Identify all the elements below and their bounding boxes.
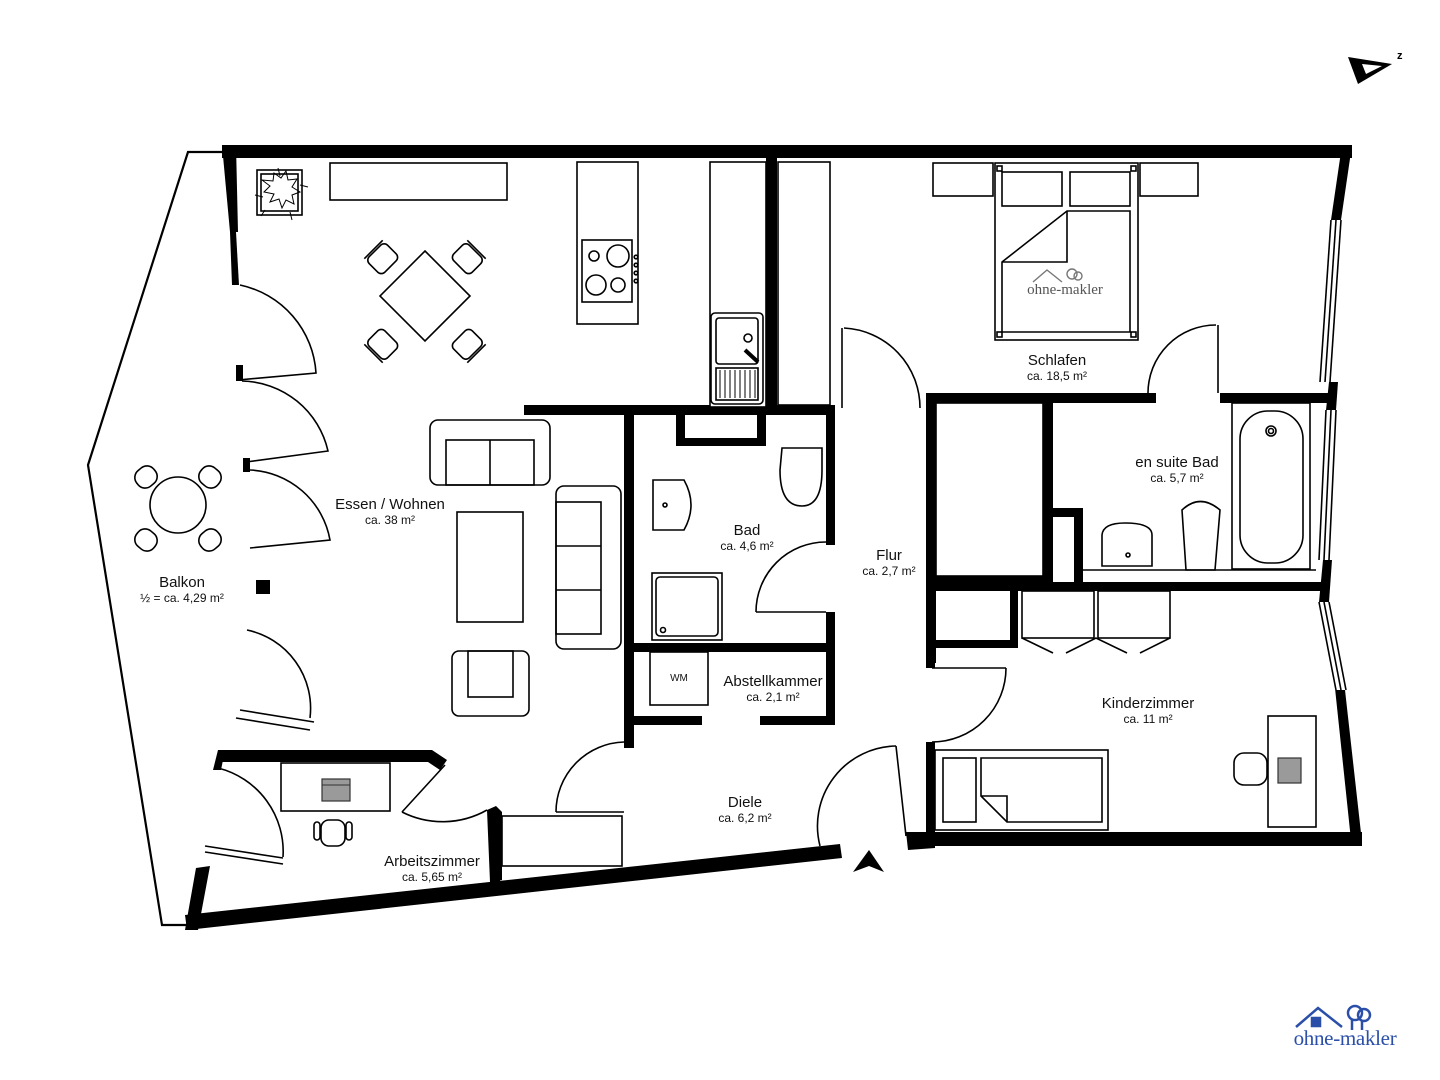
cooktop [581,239,633,303]
room-area: ½ = ca. 4,29 m² [140,591,224,605]
room-area: ca. 5,65 m² [401,870,463,884]
room-name: Kinderzimmer [1101,695,1195,712]
kitchen [329,161,831,408]
coffee-table [456,511,524,623]
room-label-balkon: Balkon ½ = ca. 4,29 m² [140,574,224,605]
outer-walls [185,145,1362,930]
room-label-bad: Bad ca. 4,6 m² [720,522,773,553]
plant-icon [254,167,309,221]
room-label-abstellkammer: Abstellkammer ca. 2,1 m² [723,673,822,704]
room-name: Arbeitszimmer [384,853,480,870]
washbasin [652,479,692,531]
room-label-schlafen: Schlafen ca. 18,5 m² [1027,352,1087,383]
watermark-text: ohne-makler [1027,282,1103,298]
room-area: ca. 2,1 m² [746,690,800,704]
ensuite-fixtures [1083,402,1316,571]
doors [204,284,1219,867]
bedroom-furniture [932,162,1199,577]
room-area: ca. 18,5 m² [1026,369,1088,383]
kids-chair [1233,752,1268,786]
ensuite-washbasin [1101,522,1153,567]
room-name: Abstellkammer [723,673,823,690]
compass-north-icon [1348,57,1392,84]
room-label-arbeitszimmer: Arbeitszimmer ca. 5,65 m² [384,853,480,884]
room-name: Balkon [159,574,205,591]
room-area: ca. 6,2 m² [718,811,772,825]
shower [651,572,723,641]
kids-room-furniture [934,590,1317,831]
windows [1318,219,1353,843]
room-name: Schlafen [1027,352,1087,369]
room-area: ca. 2,7 m² [862,564,916,578]
balcony-outline [86,150,222,927]
washing-machine [649,651,709,706]
single-bed [934,749,1109,831]
room-name: Essen / Wohnen [335,496,445,513]
room-area: ca. 4,6 m² [720,539,774,553]
room-label-essen-wohnen: Essen / Wohnen ca. 38 m² [335,496,445,527]
room-label-diele: Diele ca. 6,2 m² [718,794,771,825]
sofa-set [429,419,622,717]
armchair [451,650,530,717]
toilet [779,447,823,507]
ensuite-toilet [1181,500,1221,571]
interior-walls [487,150,1330,882]
compass-north-label: z [1397,50,1403,62]
room-label-en-suite-bad: en suite Bad ca. 5,7 m² [1135,454,1218,485]
washing-machine-label: WM [670,673,688,684]
dining-table [363,239,487,364]
room-name: Bad [733,522,761,539]
room-name: en suite Bad [1135,454,1219,471]
office-chair [320,819,346,847]
room-area: ca. 38 m² [364,513,416,527]
bathroom-fixtures [649,447,823,706]
office-desk [280,762,391,847]
room-area: ca. 5,7 m² [1150,471,1204,485]
bathtub [1231,402,1311,570]
brand-logo-text: ohne-makler [1293,1026,1397,1050]
brand-logo: ohne-makler [1280,1004,1410,1050]
room-label-kinderzimmer: Kinderzimmer ca. 11 m² [1102,695,1195,726]
watermark-house-icon [1032,268,1083,283]
balcony-table [134,465,222,552]
nightstand-left [932,162,994,197]
room-label-flur: Flur ca. 2,7 m² [862,547,915,578]
room-name: Flur [876,547,902,564]
nightstand-right [1139,162,1199,197]
entrance-arrow-icon [853,850,884,872]
wardrobe [777,161,831,406]
room-name: Diele [727,794,763,811]
logo-house-icon [1295,1004,1372,1030]
sideboard [329,162,508,201]
room-area: ca. 11 m² [1123,712,1173,726]
